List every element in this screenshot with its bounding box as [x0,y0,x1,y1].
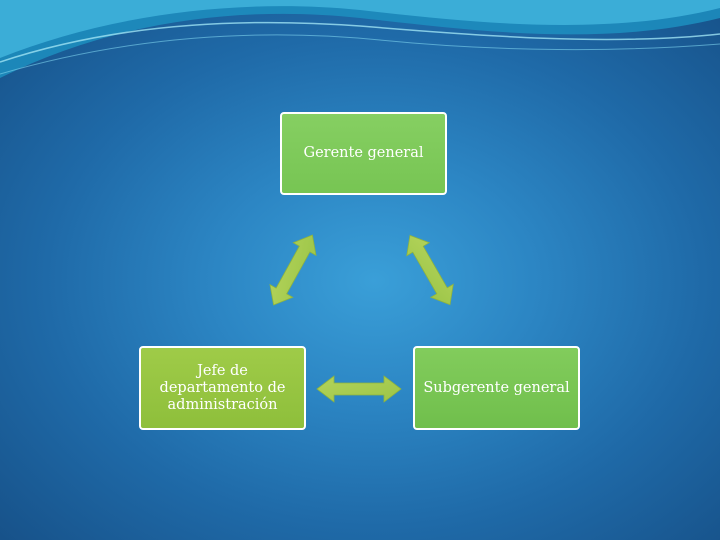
double-arrow-top-left [269,234,317,306]
node-label: Jefe de departamento de administración [159,362,286,413]
node-label: Gerente general [303,145,424,161]
header-wave-decoration [0,0,720,78]
node-label: Subgerente general [423,379,570,396]
double-arrow-left-right [316,375,402,403]
node-subgerente-general: Subgerente general [413,346,580,430]
node-gerente-general: Gerente general [280,112,447,195]
double-arrow-top-right [406,234,454,306]
node-jefe-departamento: Jefe de departamento de administración [139,346,306,430]
